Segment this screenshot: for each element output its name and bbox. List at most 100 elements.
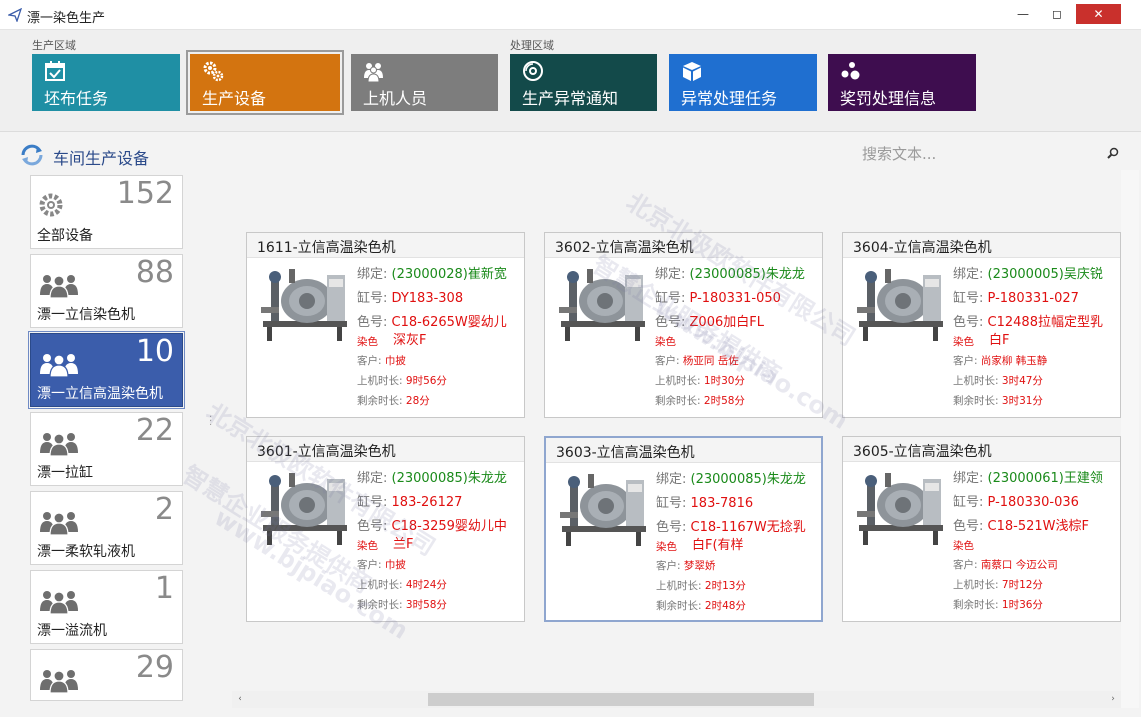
- card-header: 3604-立信高温染色机: [843, 233, 1120, 258]
- dyeing-machine-image: [857, 473, 943, 545]
- users-icon: [40, 670, 78, 694]
- item-label: 漂一溢流机: [37, 623, 107, 639]
- bind-value: (23000028)崔新宽: [391, 267, 507, 282]
- tile-reward-penalty[interactable]: 奖罚处理信息: [828, 54, 976, 111]
- item-label: 漂一立信染色机: [37, 307, 135, 323]
- gears-icon: [203, 61, 224, 82]
- run-time-value: 2时13分: [704, 580, 746, 592]
- item-count: 88: [135, 255, 174, 290]
- dye-tag: 染色: [357, 336, 378, 348]
- dyeing-machine-image: [559, 269, 645, 341]
- item-count: 152: [116, 176, 174, 211]
- vat-row: 缸号: DY183-308: [357, 291, 464, 306]
- customer-value: 巾披: [384, 355, 406, 367]
- sidebar-item[interactable]: 152 全部设备: [30, 175, 183, 249]
- card-header: 3602-立信高温染色机: [545, 233, 822, 258]
- users-icon: [40, 591, 78, 615]
- sidebar-item[interactable]: 29: [30, 649, 183, 701]
- dye-tag: 染色: [357, 540, 378, 552]
- sidebar-item[interactable]: 88 漂一立信染色机: [30, 254, 183, 328]
- machine-card[interactable]: 1611-立信高温染色机绑定: (23000028)崔新宽缸号: DY183-3…: [246, 232, 525, 418]
- machine-card[interactable]: 3605-立信高温染色机绑定: (23000061)王建领缸号: P-18033…: [842, 436, 1121, 622]
- sidebar-item[interactable]: 22 漂一拉缸: [30, 412, 183, 486]
- scroll-right-button[interactable]: ›: [1111, 694, 1115, 704]
- tile-label: 坯布任务: [44, 89, 109, 108]
- card-header: 1611-立信高温染色机: [247, 233, 524, 258]
- ribbon: 生产区域 处理区域 坯布任务 生产设备 上机人员: [0, 30, 1141, 132]
- machine-card[interactable]: 3604-立信高温染色机绑定: (23000005)吴庆锐缸号: P-18033…: [842, 232, 1121, 418]
- remain-time-row: 剩余时长: 3时58分: [357, 599, 447, 611]
- color-row: 色号: C18-1167W无捻乳: [656, 520, 806, 535]
- scroll-left-button[interactable]: ‹: [238, 694, 242, 704]
- dye-tag: 染色: [656, 541, 677, 553]
- remain-time-value: 3时58分: [405, 599, 447, 611]
- vertical-scrollbar[interactable]: [1121, 170, 1139, 708]
- remain-time-row: 剩余时长: 28分: [357, 395, 430, 407]
- vat-row: 缸号: P-180331-050: [655, 291, 781, 306]
- search-input[interactable]: [862, 142, 1102, 166]
- horizontal-scrollbar[interactable]: ‹ ›: [232, 691, 1121, 708]
- maximize-button[interactable]: ◻: [1052, 7, 1062, 21]
- color-value: Z006加白FL: [689, 315, 764, 330]
- card-header: 3603-立信高温染色机: [546, 438, 821, 463]
- title-bar: 漂一染色生产 — ◻ ✕: [0, 0, 1141, 30]
- tile-production-exception[interactable]: 生产异常通知: [510, 54, 657, 111]
- machine-card[interactable]: 3601-立信高温染色机绑定: (23000085)朱龙龙缸号: 183-261…: [246, 436, 525, 622]
- remain-time-row: 剩余时长: 2时58分: [655, 395, 745, 407]
- bind-row: 绑定: (23000061)王建领: [953, 471, 1103, 486]
- item-label: 漂一拉缸: [37, 465, 93, 481]
- vat-row: 缸号: P-180330-036: [953, 495, 1079, 510]
- item-label: 全部设备: [37, 228, 93, 244]
- tile-label: 生产设备: [202, 89, 267, 108]
- paper-plane-icon: [8, 8, 22, 22]
- bind-value: (23000005)吴庆锐: [987, 267, 1103, 282]
- tile-greige-task[interactable]: 坯布任务: [32, 54, 180, 111]
- gear-icon: [39, 193, 63, 217]
- run-time-row: 上机时长: 4时24分: [357, 579, 447, 591]
- refresh-icon[interactable]: [18, 143, 46, 167]
- item-count: 22: [135, 413, 174, 448]
- vat-row: 缸号: P-180331-027: [953, 291, 1079, 306]
- tile-operators[interactable]: 上机人员: [351, 54, 498, 111]
- card-title: 3601-立信高温染色机: [257, 444, 396, 460]
- splitter-handle[interactable]: ···: [209, 412, 213, 431]
- run-time-row: 上机时长: 3时47分: [953, 375, 1043, 387]
- remain-time-value: 28分: [405, 395, 430, 407]
- scrollbar-thumb[interactable]: [428, 693, 814, 706]
- sidebar-item[interactable]: 1 漂一溢流机: [30, 570, 183, 644]
- customer-value: 巾披: [384, 559, 406, 571]
- customer-row: 客户: 巾披: [357, 559, 406, 571]
- run-time-value: 7时12分: [1001, 579, 1043, 591]
- run-time-value: 9时56分: [405, 375, 447, 387]
- customer-row: 客户: 梦翠娇: [656, 560, 716, 572]
- minimize-button[interactable]: —: [1017, 7, 1029, 21]
- tile-exception-task[interactable]: 异常处理任务: [669, 54, 817, 111]
- color-value: C18-6265W婴幼儿: [391, 315, 507, 330]
- bind-value: (23000061)王建领: [987, 471, 1103, 486]
- color-value-cont: 深灰F: [393, 333, 427, 348]
- item-label: 漂一立信高温染色机: [37, 386, 163, 402]
- item-count: 1: [154, 571, 174, 606]
- remain-time-row: 剩余时长: 1时36分: [953, 599, 1043, 611]
- run-time-row: 上机时长: 2时13分: [656, 580, 746, 592]
- item-label: 漂一柔软轧液机: [37, 544, 135, 560]
- dyeing-machine-image: [560, 474, 646, 546]
- close-button[interactable]: ✕: [1076, 4, 1121, 24]
- run-time-value: 3时47分: [1001, 375, 1043, 387]
- color-row: 色号: Z006加白FL: [655, 315, 764, 330]
- bind-value: (23000085)朱龙龙: [391, 471, 507, 486]
- tile-production-equipment[interactable]: 生产设备: [186, 50, 344, 115]
- card-header: 3605-立信高温染色机: [843, 437, 1120, 462]
- search-icon[interactable]: [1106, 146, 1120, 160]
- machine-card[interactable]: 3603-立信高温染色机绑定: (23000085)朱龙龙缸号: 183-781…: [544, 436, 823, 622]
- run-time-row: 上机时长: 9时56分: [357, 375, 447, 387]
- run-time-row: 上机时长: 1时30分: [655, 375, 745, 387]
- customer-value: 杨亚同 岳佐: [682, 355, 739, 367]
- vat-value: P-180331-027: [987, 291, 1079, 306]
- vat-value: P-180330-036: [987, 495, 1079, 510]
- card-header: 3601-立信高温染色机: [247, 437, 524, 462]
- machine-card[interactable]: 3602-立信高温染色机绑定: (23000085)朱龙龙缸号: P-18033…: [544, 232, 823, 418]
- section-title: 车间生产设备: [53, 149, 150, 168]
